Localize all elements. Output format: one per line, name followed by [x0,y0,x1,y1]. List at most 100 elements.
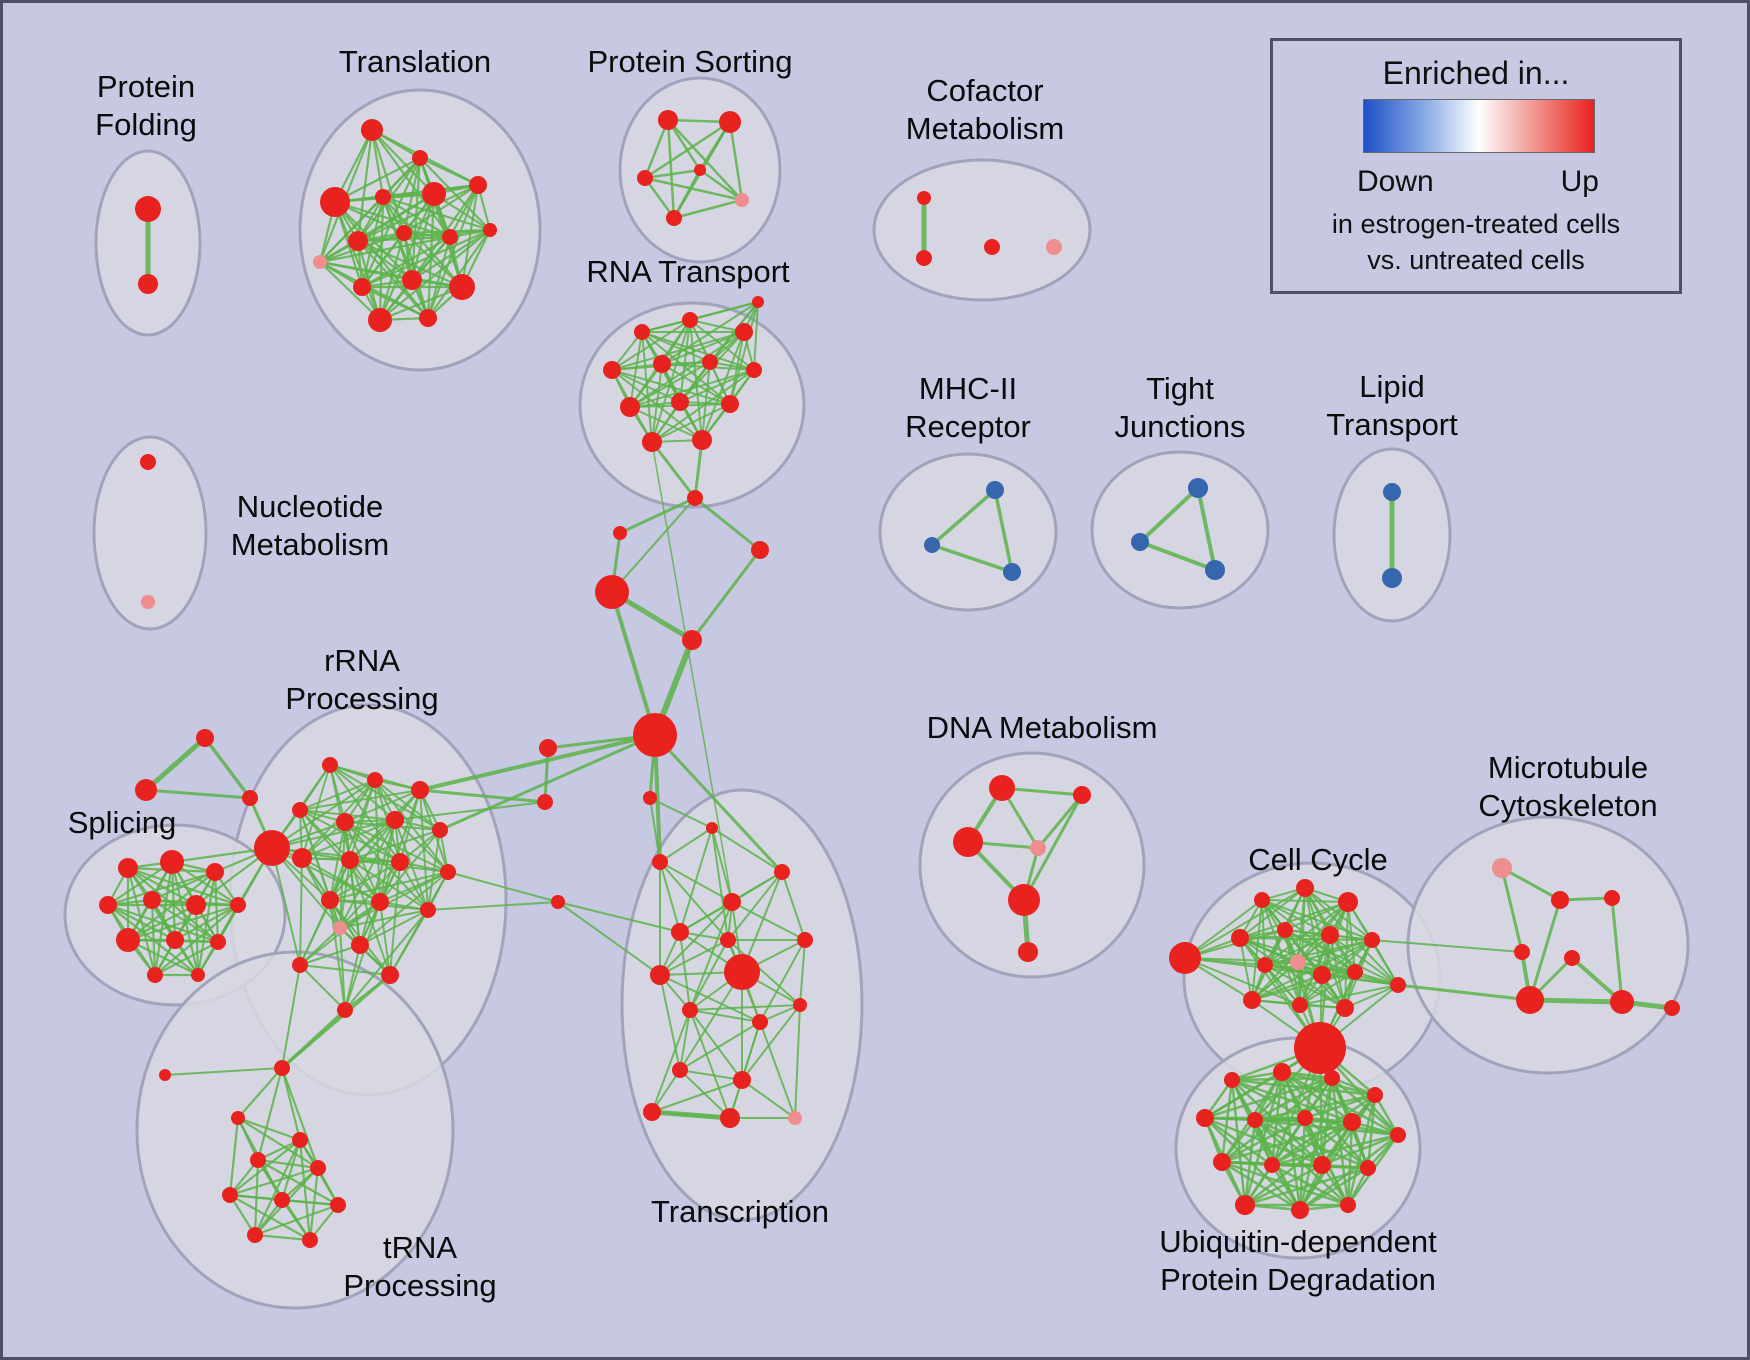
legend-gradient-bar [1363,99,1595,153]
edge-rr11-rr13 [379,871,449,903]
edge-tj1-tj3 [1196,486,1217,572]
edge-tr2-tr6 [418,156,480,187]
edge-rt3-rt12 [701,331,745,441]
node-cc5 [682,630,702,650]
edge-tx9-tx14 [679,971,743,1071]
node-rt2 [682,312,698,328]
edge-tx3-tx5 [659,861,733,903]
edge-rr5-rr11 [344,821,449,873]
edge-mc1-mc2 [1500,866,1562,902]
edge-tx12-tx18 [759,1021,796,1119]
node-pf2 [138,274,158,294]
edge-sg2-sg3 [144,788,252,800]
edge-rr7-rr13 [379,829,441,903]
node-tr4 [375,189,391,205]
node-sp12 [191,968,205,982]
node-sp1 [118,858,138,878]
node-mh1 [986,481,1004,499]
node-ub8 [1343,1113,1361,1131]
edge-rr12-rr18 [329,899,346,1011]
edge-tn4-tn8 [256,1158,340,1207]
legend-subtitle-line2: vs. untreated cells [1367,245,1585,275]
node-sp9 [166,931,184,949]
edge-ccl8-cclp [1297,939,1373,963]
edge-ccl7-ccl9 [1264,934,1331,966]
edge-cc7-cc8 [543,746,550,804]
node-ccl6 [1277,922,1293,938]
node-rt13 [752,296,764,308]
edge-ub3-ub5 [1203,1076,1334,1120]
edge-sp4-sp10 [106,903,220,944]
node-tn1 [274,1060,290,1076]
node-cclHub [1294,1022,1346,1074]
node-tn7 [274,1192,290,1208]
node-cm3 [984,239,1000,255]
edge-rt2-rt13 [689,301,759,321]
edge-ps1-ps5 [666,118,676,220]
node-dm7 [1018,942,1038,962]
node-sp8 [116,928,140,952]
edge-ub2-ub8 [1280,1070,1354,1124]
edge-tn8-tn9 [253,1203,340,1237]
node-rt11 [642,432,662,452]
node-tj2 [1131,533,1149,551]
node-dm2 [1073,786,1091,804]
node-rr7 [432,822,448,838]
node-rt9 [671,393,689,411]
edge-rr13-rr18 [344,901,381,1011]
edge-mc3-mc7 [1610,896,1624,1004]
edge-mid1-tx8 [557,901,661,976]
node-rr4 [292,802,308,818]
edge-rr1-rr9 [329,764,351,861]
edge-rt11-cc1 [650,440,697,500]
edge-rr14-rr15 [359,909,429,946]
edge-tn1-tn3 [280,1066,302,1142]
node-ccl8 [1364,932,1380,948]
edge-tr9-tr11 [318,235,452,264]
edge-rr6-rrp [339,819,396,929]
edge-tx11-tx15 [689,1009,743,1081]
node-cc1 [687,490,703,506]
node-tn5 [310,1160,326,1176]
edge-tr1-tr9 [370,128,452,239]
edge-ps1-ps3 [643,118,670,180]
node-ccl11 [1347,964,1363,980]
node-rr10 [391,853,409,871]
edge-rt7-rt9 [679,369,755,403]
edge-tr8-tr14 [402,231,464,289]
edge-tr3-tr15 [333,200,382,322]
node-rr14 [420,902,436,918]
edge-tn9-tn10 [253,1233,312,1242]
edge-ub8-ub16 [1346,1120,1354,1207]
edge-ub8-ub10 [1220,1120,1354,1164]
edge-ub6-ub9 [1253,1118,1400,1137]
node-rt4 [603,361,621,379]
edge-tr2-tr3 [333,156,422,204]
node-ub9 [1390,1127,1406,1143]
node-tn11 [159,1069,171,1081]
edge-tx13-tx18 [794,1004,801,1119]
node-lt2 [1382,568,1402,588]
node-rt12 [692,430,712,450]
edge-rt1-rt8 [629,331,643,408]
label-dna-metabolism: DNA Metabolism [927,710,1158,745]
edge-ccl8-ccl9 [1264,939,1373,966]
node-rt6 [702,354,718,370]
edge-tr10-tr16 [426,228,492,320]
node-tr10 [483,223,497,237]
node-tx1 [643,791,657,805]
edge-cc4-cc6 [610,590,657,737]
edge-mc2-mc6 [1528,898,1562,1002]
node-tr9 [442,229,458,245]
node-tx17 [720,1108,740,1128]
edge-ccl1-ccl13 [1184,957,1301,1006]
node-mc2 [1551,891,1569,909]
node-ccl14 [1336,999,1354,1017]
node-tr13 [402,270,422,290]
node-cc8 [537,794,553,810]
node-ccl10 [1313,966,1331,984]
edge-tn2-tn5 [236,1116,320,1170]
node-ub14 [1235,1195,1255,1215]
node-tr11 [313,255,327,269]
